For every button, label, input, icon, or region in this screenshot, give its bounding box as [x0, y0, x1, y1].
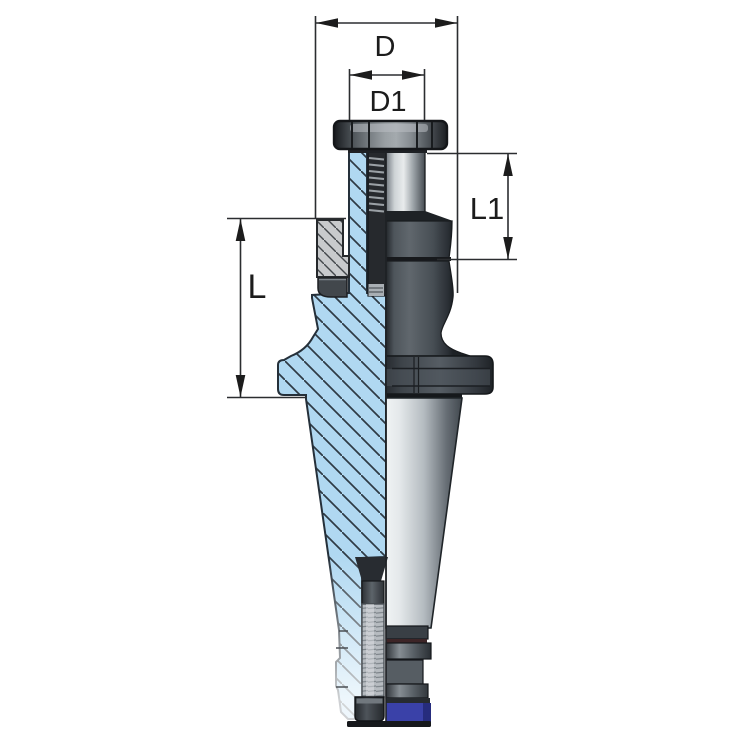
flange-edge-lines — [413, 357, 420, 393]
retention-blue-band — [386, 703, 431, 722]
arrow-l-bottom — [235, 375, 246, 397]
neck — [385, 260, 471, 357]
rod-highlight — [366, 604, 374, 697]
section-step-lines — [336, 630, 348, 688]
seal-ring — [386, 639, 427, 644]
shoulder-upper — [385, 220, 453, 259]
drive-key-section — [316, 219, 350, 298]
arbor-body-rendered — [347, 151, 494, 727]
arrow-d-left — [316, 18, 338, 28]
section-fade-highlight — [298, 555, 364, 721]
dimension-lines — [227, 16, 517, 399]
pilot-cylinder — [385, 151, 426, 214]
stud-band-1 — [385, 625, 429, 640]
dim-label-l: L — [248, 268, 267, 306]
arrow-d-right — [435, 18, 457, 28]
stud-band-4 — [386, 698, 430, 704]
arrow-l1-bottom — [503, 237, 513, 259]
bolt-thread-ridges — [368, 156, 385, 213]
arrow-l1-top — [503, 154, 513, 176]
rod-neck — [361, 580, 385, 605]
draw-bolt-lower — [354, 557, 388, 722]
arrow-d1-left — [350, 70, 372, 80]
key-retainer-block — [317, 277, 348, 298]
dim-label-l1: L1 — [470, 191, 504, 226]
dimension-arrows — [235, 18, 513, 397]
shoulder-top-face — [386, 211, 453, 222]
stud-bottom-edge — [347, 721, 431, 727]
body-seam-line — [386, 257, 451, 261]
flange-underside — [386, 394, 462, 399]
taper-cone — [385, 397, 463, 629]
flange-groove-band — [386, 369, 490, 386]
arrow-l-top — [235, 219, 246, 241]
stud-band-3 — [385, 683, 429, 699]
dim-label-d1: D1 — [369, 86, 406, 118]
bolt-thread-light-segment — [368, 284, 384, 296]
flange-groove-lines — [392, 367, 490, 387]
arbor-body-section — [277, 150, 387, 721]
nut-notches — [351, 122, 433, 148]
dimension-labels: D D1 L1 L — [248, 31, 505, 306]
arrow-d1-right — [402, 70, 424, 80]
clamping-nut — [332, 119, 449, 153]
rod-cap-highlight — [356, 698, 383, 704]
stud-band-2 — [385, 642, 432, 660]
retention-band-shade — [423, 703, 431, 722]
bore-end — [355, 557, 388, 581]
dim-label-d: D — [375, 31, 396, 63]
drive-key-hatched — [316, 219, 350, 278]
clamping-bolt — [367, 149, 387, 297]
stud-groove — [385, 659, 424, 685]
